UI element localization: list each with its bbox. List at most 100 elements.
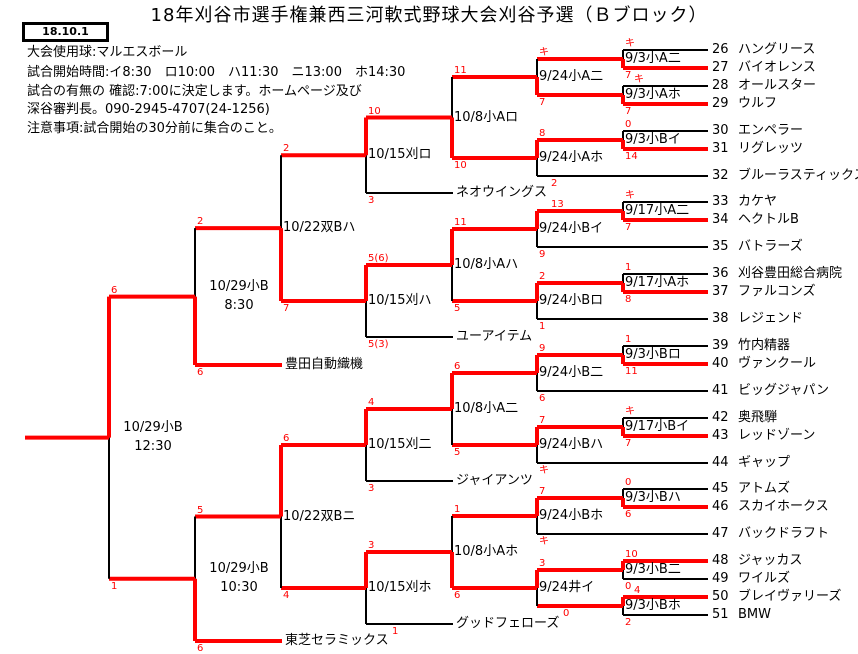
team-number: 37 (712, 284, 729, 299)
info-start-times: 試合開始時間:イ8:30 ロ10:00 ハ11:30 ニ13:00 ホ14:30 (27, 65, 406, 80)
score-top: 0 (625, 119, 632, 130)
team-name: ブレイヴァリーズ (738, 589, 842, 604)
team-name: ウルフ (738, 96, 778, 111)
score-bottom: 6 (625, 509, 632, 520)
team-name: リグレッツ (738, 141, 804, 156)
score-top: 1 (625, 262, 632, 273)
match-label: 10/15刈ロ (368, 147, 432, 163)
match-label: 10/15刈二 (368, 437, 432, 452)
team-number: 33 (712, 194, 729, 209)
team-number: 30 (712, 123, 729, 138)
score-bottom: 8 (625, 294, 632, 305)
match-label: 9/17小Aホ (625, 275, 690, 290)
score-bottom: キ (539, 465, 549, 476)
team-name: アトムズ (738, 481, 791, 496)
team-number: 42 (712, 410, 729, 425)
score-bottom: キ (539, 536, 549, 547)
team-name: ファルコンズ (738, 284, 816, 299)
score-bottom: 0 (563, 608, 570, 619)
info-contact: 深谷審判長。090-2945-4707(24-1256) (27, 102, 270, 117)
team-number: 47 (712, 526, 729, 541)
score-bottom: 6 (197, 643, 204, 654)
team-name: ヴァンクール (738, 356, 817, 371)
team-name: BMW (738, 607, 771, 622)
team-number: 29 (712, 96, 729, 111)
score-top: キ (625, 190, 635, 201)
match-label: 10/29小B (209, 560, 269, 576)
score-bottom: 6 (454, 590, 461, 601)
date-box: 18.10.1 (22, 22, 109, 42)
score-top: 1 (625, 334, 632, 345)
team-number: 41 (712, 383, 729, 398)
score-bottom: 5 (454, 447, 461, 458)
team-name: 豊田自動織機 (285, 357, 364, 372)
score-bottom: 11 (625, 366, 638, 377)
score-top: 9 (539, 343, 546, 354)
score-bottom: 10 (454, 160, 467, 171)
match-label: 10/8小Aハ (454, 257, 519, 272)
score-bottom: 2 (625, 617, 632, 628)
score-top: 6 (283, 433, 290, 444)
score-bottom: 7 (625, 70, 632, 81)
team-name: 東芝セラミックス (285, 633, 389, 648)
score-top: 1 (454, 504, 461, 515)
score-top: 10 (368, 105, 381, 117)
score-top: 7 (539, 415, 546, 426)
score-bottom: 6 (197, 367, 204, 378)
score-top: 2 (539, 271, 546, 282)
team-number: 26 (712, 42, 729, 57)
match-label: 10/15刈ホ (368, 580, 432, 595)
score-bottom: 9 (539, 249, 546, 260)
match-label: 9/3小Bホ (625, 598, 681, 613)
team-name: スカイホークス (738, 499, 829, 514)
match-label: 9/3小Aホ (625, 87, 681, 102)
team-number: 50 (712, 589, 729, 604)
page-title: 18年刈谷市選手権兼西三河軟式野球大会刈谷予選（Ｂブロック） (150, 5, 708, 26)
team-number: 44 (712, 455, 729, 470)
score-top: 0 (625, 477, 632, 488)
score-bottom: 4 (283, 590, 290, 601)
team-number: 31 (712, 141, 729, 156)
match-time: 12:30 (134, 438, 172, 454)
team-number: 46 (712, 499, 729, 514)
score-bottom: 7 (283, 303, 290, 314)
score-top: 11 (454, 65, 467, 76)
team-name: ギャップ (738, 455, 791, 470)
team-number: 48 (712, 553, 729, 568)
team-number: 45 (712, 481, 729, 496)
match-label: 10/8小Aホ (454, 544, 519, 559)
match-label: 10/29小B (209, 278, 269, 294)
team-name: ネオウイングス (456, 185, 548, 200)
score-top: 2 (197, 216, 204, 228)
team-number: 28 (712, 78, 729, 93)
score-top: キ (625, 38, 635, 49)
match-time: 10:30 (220, 579, 258, 595)
score-bottom: 1 (539, 321, 546, 332)
team-name: 竹内精器 (738, 338, 791, 353)
match-label: 10/15刈ハ (368, 293, 432, 308)
match-label: 10/22双Bハ (283, 220, 356, 236)
score-bottom: 14 (625, 151, 638, 162)
score-bottom: 1 (392, 626, 399, 637)
team-name: レジェンド (738, 311, 804, 326)
team-name: エンペラー (738, 123, 804, 138)
score-top: 2 (283, 143, 290, 155)
score-top: 3 (539, 558, 546, 569)
score-top: 13 (551, 199, 564, 210)
team-name: カケヤ (738, 194, 778, 209)
team-name: 奥飛騨 (738, 410, 778, 425)
score-bottom: 7 (625, 106, 632, 117)
team-name: グッドフェローズ (456, 616, 560, 631)
match-label: 9/17小A二 (625, 203, 690, 218)
team-name: オールスター (738, 78, 817, 93)
match-label: 9/24小Bハ (539, 437, 604, 452)
info-notice: 注意事項:試合開始の30分前に集合のこと。 (27, 121, 282, 136)
match-label: 10/8小Aロ (454, 109, 519, 125)
score-bottom: 5(3) (368, 339, 389, 350)
team-name: ハングリース (738, 42, 816, 57)
team-name: ワイルズ (738, 571, 791, 586)
team-number: 34 (712, 212, 729, 227)
match-label: 9/3小Bイ (625, 132, 681, 147)
score-top: 10 (625, 549, 638, 560)
